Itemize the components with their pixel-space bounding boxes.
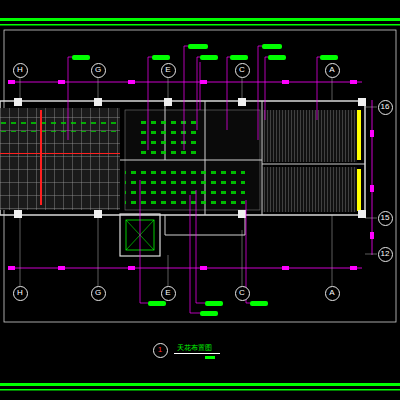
axis-bubble: A (325, 286, 340, 301)
axis-bubble: 15 (378, 211, 393, 226)
drawing-caption: 天花布置图 (176, 343, 213, 353)
axis-label: G (95, 66, 101, 74)
axis-label: H (17, 66, 23, 74)
axis-bubble: E (161, 286, 176, 301)
axis-label: A (329, 289, 334, 297)
axis-bubble: 12 (378, 247, 393, 262)
axis-label: 16 (381, 103, 390, 111)
axis-label: E (165, 66, 170, 74)
axis-label: 15 (381, 214, 390, 222)
axis-label: C (239, 66, 245, 74)
title-number: 1 (158, 346, 162, 354)
axis-bubble: A (325, 63, 340, 78)
title-symbol: 1 (153, 343, 168, 358)
axis-bubble: H (13, 63, 28, 78)
axis-bubble: G (91, 63, 106, 78)
axis-bubble: H (13, 286, 28, 301)
axis-label: G (95, 289, 101, 297)
axis-label: 12 (381, 250, 390, 258)
axis-bubble: G (91, 286, 106, 301)
axis-bubble: C (235, 63, 250, 78)
axis-bubble: C (235, 286, 250, 301)
axis-label: C (239, 289, 245, 297)
axis-label: E (165, 289, 170, 297)
axis-bubble: E (161, 63, 176, 78)
axis-label: A (329, 66, 334, 74)
axis-label: H (17, 289, 23, 297)
axis-bubble: 16 (378, 100, 393, 115)
